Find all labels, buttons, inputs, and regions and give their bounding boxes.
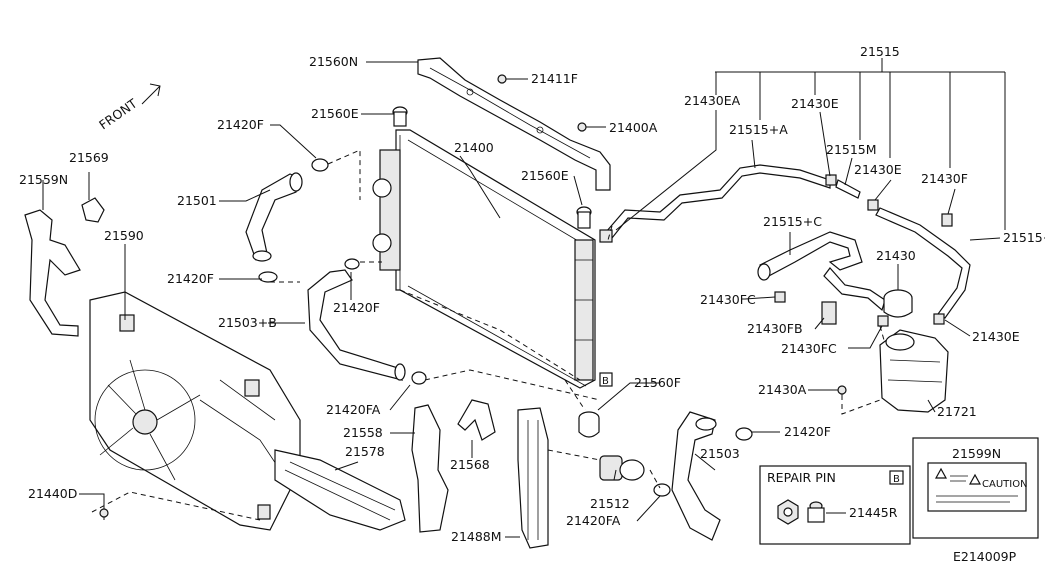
label-21430F-right: 21430F: [921, 171, 968, 186]
repair-pin-title: REPAIR PIN: [767, 470, 836, 485]
hose-clip-21430EA: [599, 229, 613, 243]
repair-pin-marker: B: [893, 474, 900, 485]
marker-b: B: [599, 372, 613, 387]
label-21420FA-upper: 21420FA: [326, 402, 381, 417]
clamp-21420FA-upper: [411, 371, 427, 385]
label-21420F-mid: 21420F: [333, 300, 380, 315]
label-21420F-right: 21420F: [784, 424, 831, 439]
label-21430EA: 21430EA: [684, 93, 741, 108]
label-21430FC-lower: 21430FC: [781, 341, 837, 356]
repair-pin-box: REPAIR PIN B: [759, 465, 911, 545]
label-21440D: 21440D: [28, 486, 77, 501]
label-21430E-right: 21430E: [972, 329, 1020, 344]
label-21400: 21400: [454, 140, 494, 155]
reservoir-cap-21430: [883, 289, 913, 318]
hose-21515M: [835, 179, 861, 199]
label-21721: 21721: [937, 404, 977, 419]
clip-21568: [457, 399, 496, 441]
label-21590: 21590: [104, 228, 144, 243]
label-21560E-upper: 21560E: [311, 106, 359, 121]
hose-21503: [671, 411, 721, 541]
label-21420F-left: 21420F: [167, 271, 214, 286]
label-21515A: 21515+A: [729, 122, 788, 137]
clip-21430FC-upper: [774, 291, 786, 303]
front-direction-indicator: FRONT: [96, 83, 161, 132]
label-21430FB: 21430FB: [747, 321, 803, 336]
clip-21430FC-lower: [877, 315, 889, 327]
label-21578: 21578: [345, 444, 385, 459]
label-21430FC-upper: 21430FC: [700, 292, 756, 307]
hose-clip-21430E-right: [933, 313, 945, 325]
air-guide-21488M: [517, 407, 549, 549]
reservoir-hose-21515A: [605, 164, 831, 239]
label-21559N: 21559N: [19, 172, 68, 187]
lower-cover-21578: [274, 449, 406, 531]
clamp-21420F-right: [735, 427, 753, 441]
label-21568: 21568: [450, 457, 490, 472]
label-21411F: 21411F: [531, 71, 578, 86]
upper-hose-21501: [245, 172, 303, 262]
label-21430E-top: 21430E: [791, 96, 839, 111]
caution-text: CAUTION: [982, 479, 1028, 490]
mount-21560F: [578, 411, 600, 438]
bracket-21559N: [24, 209, 81, 337]
bolt-21411F: [497, 74, 528, 84]
pin-21445R-icons: [777, 499, 825, 525]
radiator-21400: [372, 129, 596, 389]
label-21488M: 21488M: [451, 529, 502, 544]
hose-clip-21430E-top: [825, 174, 837, 186]
marker-b-text: B: [602, 376, 609, 387]
bolt-21440D: [99, 508, 109, 520]
reservoir-tank-21721: [879, 329, 949, 413]
clip-21430FB: [821, 301, 837, 325]
label-21503: 21503: [700, 446, 740, 461]
label-21430E-mid: 21430E: [854, 162, 902, 177]
label-21420FA-lower: 21420FA: [566, 513, 621, 528]
leader-lines: [42, 58, 1006, 538]
label-21560N: 21560N: [309, 54, 358, 69]
label-21400A: 21400A: [609, 120, 658, 135]
bolt-21400A: [577, 122, 606, 132]
fan-shroud-21590: [89, 291, 301, 531]
lower-hose-21503B: [307, 269, 406, 381]
label-21515: 21515: [860, 44, 900, 59]
front-label: FRONT: [96, 95, 140, 132]
label-21512: 21512: [590, 496, 630, 511]
cap-21560E-upper: [392, 106, 408, 127]
label-21420F-upper: 21420F: [217, 117, 264, 132]
label-21560E-lower: 21560E: [521, 168, 569, 183]
label-21569: 21569: [69, 150, 109, 165]
label-21560F: 21560F: [634, 375, 681, 390]
radiator-upper-support-21560N: [417, 57, 611, 191]
label-21445R: 21445R: [849, 505, 898, 520]
caution-label-box: CAUTION: [912, 437, 1039, 539]
clamp-21420F-upper: [311, 158, 329, 172]
bolt-21430A: [837, 385, 847, 400]
label-21599N: 21599N: [952, 446, 1001, 461]
side-bracket-21558: [411, 404, 449, 533]
outlet-21512: [599, 455, 645, 481]
diagram-code: E214009P: [953, 549, 1017, 564]
clip-21569: [81, 197, 105, 223]
hose-21515C: [757, 231, 886, 312]
label-21515C: 21515+C: [763, 214, 822, 229]
hose-clip-21430E-mid: [867, 199, 879, 211]
cap-21560E-lower: [576, 206, 592, 229]
clip-21430F: [941, 213, 953, 227]
part-labels: 21560N 21411F 21515 21430EA 21430E 21560…: [19, 44, 1045, 564]
label-21501: 21501: [177, 193, 217, 208]
label-21515B: 21515+B: [1003, 230, 1045, 245]
label-21430A: 21430A: [758, 382, 807, 397]
label-21430: 21430: [876, 248, 916, 263]
clamp-21420F-lower-hose: [258, 271, 278, 283]
label-21503B: 21503+B: [218, 315, 277, 330]
label-21558: 21558: [343, 425, 383, 440]
clamp-21420F-mid: [344, 258, 360, 270]
clamp-21420FA-lower: [653, 483, 671, 497]
label-21515M: 21515M: [826, 142, 877, 157]
